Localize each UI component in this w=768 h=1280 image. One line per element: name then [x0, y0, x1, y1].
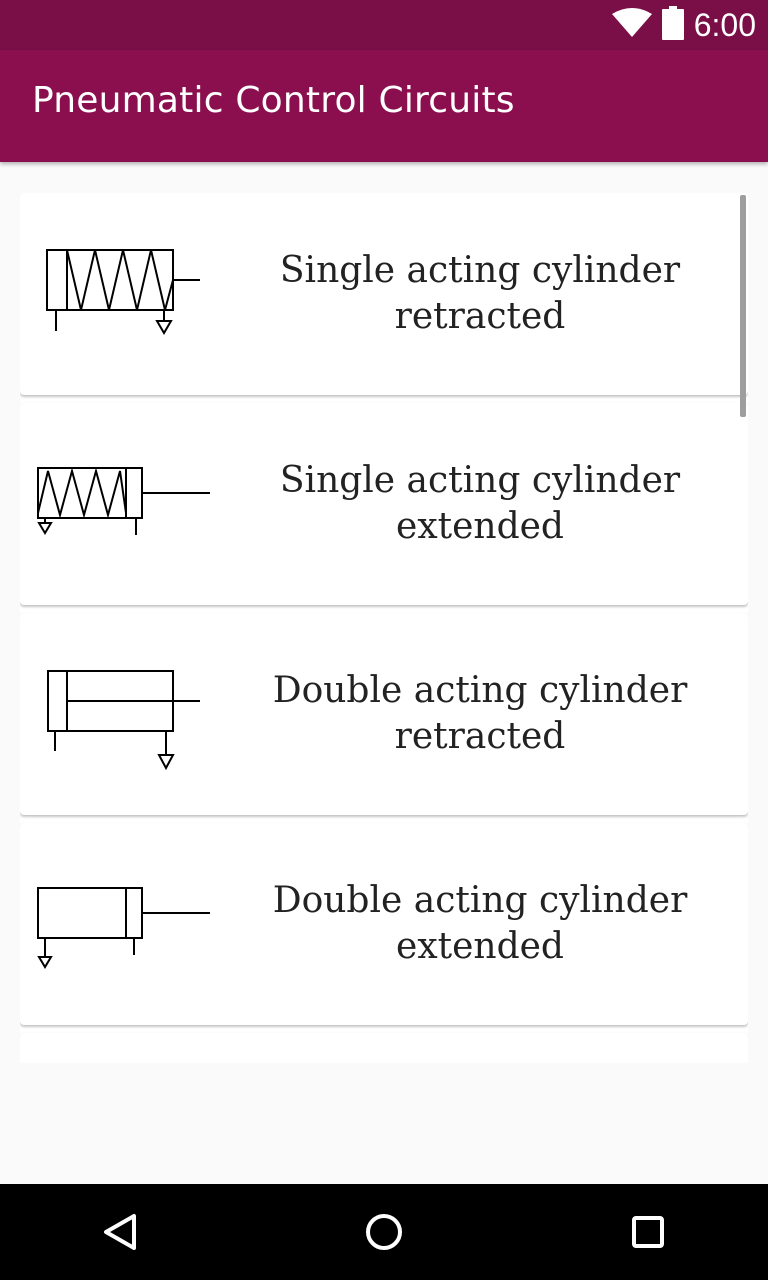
- double-acting-cylinder-retracted-icon: [20, 613, 240, 815]
- scrollbar-thumb[interactable]: [740, 195, 746, 417]
- battery-icon: [661, 6, 684, 44]
- page-title: Pneumatic Control Circuits: [32, 80, 515, 121]
- circuit-list[interactable]: Single acting cylinder retracted Single …: [20, 193, 748, 1063]
- status-time: 6:00: [693, 6, 756, 43]
- navigation-bar: [0, 1184, 768, 1280]
- list-item[interactable]: Single acting cylinder retracted: [20, 193, 748, 395]
- single-acting-cylinder-extended-icon: [20, 403, 240, 605]
- recents-icon: [632, 1216, 664, 1248]
- back-icon: [104, 1214, 136, 1250]
- back-button[interactable]: [90, 1202, 150, 1262]
- list-item[interactable]: Double acting cylinder extended: [20, 823, 748, 1025]
- list-item-label: Double acting cylinder extended: [272, 880, 688, 967]
- status-bar: 6:00: [0, 0, 768, 50]
- home-icon: [366, 1214, 402, 1250]
- list-item[interactable]: [20, 1033, 748, 1063]
- list-item[interactable]: Single acting cylinder extended: [20, 403, 748, 605]
- single-acting-cylinder-retracted-icon: [20, 193, 240, 395]
- list-item-label: Single acting cylinder extended: [279, 460, 681, 547]
- list-item-label: Double acting cylinder retracted: [272, 670, 688, 757]
- wifi-icon: [611, 8, 652, 42]
- app-bar: Pneumatic Control Circuits: [0, 50, 768, 162]
- list-item-label: Single acting cylinder retracted: [279, 250, 681, 337]
- home-button[interactable]: [354, 1202, 414, 1262]
- list-item[interactable]: Double acting cylinder retracted: [20, 613, 748, 815]
- status-icons: 6:00: [611, 0, 756, 50]
- double-acting-cylinder-extended-icon: [20, 823, 240, 1025]
- recents-button[interactable]: [618, 1202, 678, 1262]
